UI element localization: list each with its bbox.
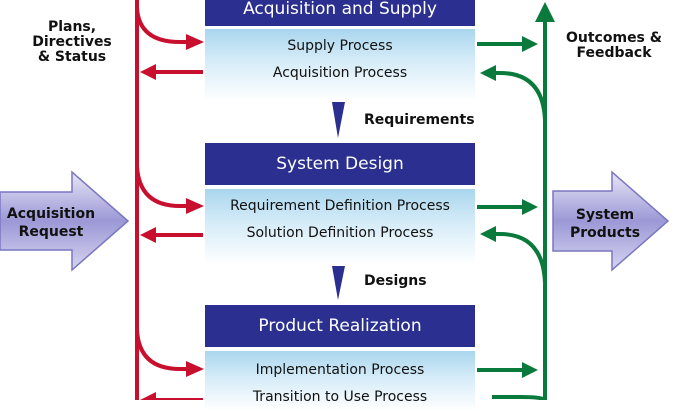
stage-box-system-design	[205, 189, 475, 265]
input-arrow	[0, 170, 130, 272]
input-label-line: Request	[18, 224, 84, 240]
output-arrow	[552, 170, 670, 272]
output-label-line: Products	[569, 225, 641, 241]
right-label-line: Feedback	[576, 45, 652, 61]
plans-directives-label: Plans, Directives & Status	[22, 20, 122, 65]
outcomes-feedback-label: Outcomes & Feedback	[555, 31, 673, 61]
acquisition-process: Acquisition Process	[272, 65, 408, 81]
left-label-line: & Status	[37, 49, 107, 65]
stage-box-acquisition-supply	[205, 29, 475, 101]
solution-definition-process: Solution Definition Process	[246, 225, 434, 241]
stage-title: System Design	[276, 154, 404, 174]
requirement-definition-process: Requirement Definition Process	[230, 198, 450, 214]
requirements-flow-arrow	[332, 102, 345, 138]
left-label-line: Plans,	[47, 19, 97, 35]
input-label-line: Acquisition	[6, 206, 96, 222]
designs-flow-arrow	[332, 266, 345, 300]
implementation-process: Implementation Process	[255, 362, 425, 378]
right-label-line: Outcomes &	[566, 30, 662, 46]
stage-header-product-realization: Product Realization	[205, 305, 475, 347]
requirements-flow-label: Requirements	[364, 112, 475, 128]
designs-flow-label: Designs	[364, 273, 427, 289]
output-label-line: System	[575, 207, 635, 223]
left-label-line: Directives	[32, 34, 112, 50]
stage-title: Acquisition and Supply	[243, 0, 437, 19]
supply-process: Supply Process	[287, 38, 393, 54]
stage-title: Product Realization	[258, 316, 422, 336]
acquisition-request-label: Acquisition Request	[2, 205, 100, 241]
stage-header-acquisition-supply: Acquisition and Supply	[205, 0, 475, 26]
red-branch-1	[135, 7, 200, 44]
stage-header-system-design: System Design	[205, 143, 475, 185]
connector-lines	[0, 0, 670, 400]
red-branch-3	[135, 329, 200, 371]
transition-to-use-process: Transition to Use Process	[252, 389, 428, 405]
red-branch-2	[135, 165, 200, 208]
system-products-label: System Products	[555, 206, 655, 242]
